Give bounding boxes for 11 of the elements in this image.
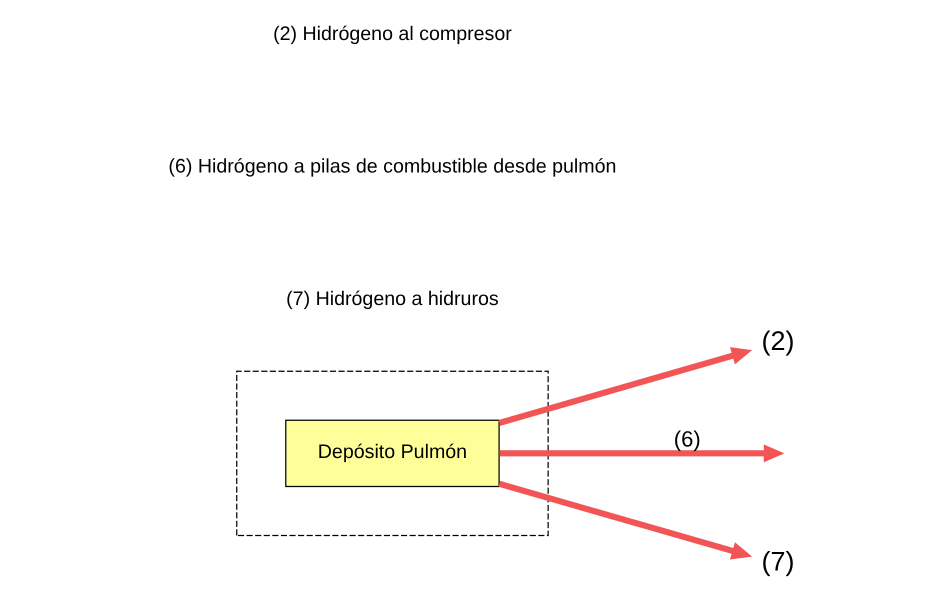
node-box: Depósito Pulmón bbox=[284, 420, 500, 488]
node-text: (7) bbox=[761, 546, 794, 577]
label: (6) Hidrógeno a pilas de combustible desde pulmón bbox=[168, 155, 616, 178]
node-text: (2) bbox=[761, 326, 794, 356]
arrow bbox=[498, 480, 752, 560]
label: (2) Hidrógeno al compresor bbox=[272, 22, 512, 45]
edge-label: (6) bbox=[673, 426, 700, 452]
cluster bbox=[236, 370, 548, 536]
arrow bbox=[498, 444, 784, 462]
arrow bbox=[498, 347, 752, 426]
label: (7) Hidrógeno a hidruros bbox=[286, 288, 498, 310]
